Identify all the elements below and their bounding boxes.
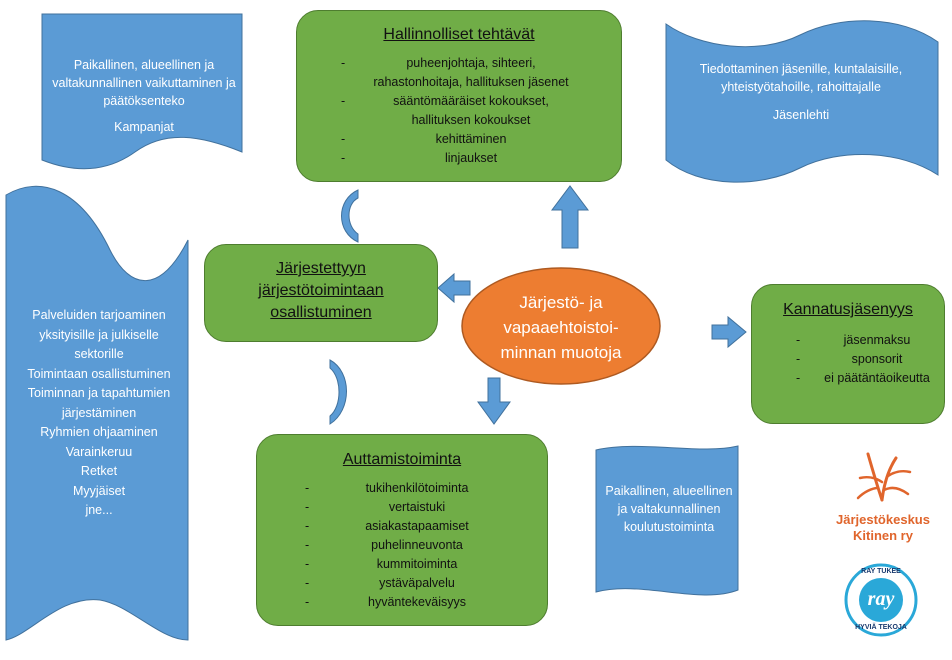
helping-list: tukihenkilötoiminta vertaistuki asiakast…	[305, 479, 507, 612]
helping-title: Auttamistoiminta	[342, 451, 462, 468]
list-item: kummitoiminta	[305, 555, 507, 574]
kitinen-name: Järjestökeskus	[836, 512, 930, 527]
arrow-up	[551, 185, 589, 249]
support-membership-title: Kannatusjäsenyys	[783, 301, 913, 318]
list-item: asiakastapaamiset	[305, 517, 507, 536]
flag-line: Tiedottaminen jäsenille, kuntalaisille, …	[699, 62, 903, 94]
arrow-down	[477, 377, 511, 425]
center-line: Järjestö- ja	[519, 292, 603, 312]
kitinen-logo: Järjestökeskus Kitinen ry	[818, 448, 948, 548]
flag-line: jne...	[85, 503, 113, 517]
title-line: järjestötoimintaan	[258, 282, 384, 299]
list-item: vertaistuki	[305, 498, 507, 517]
flag-training-text: Paikallinen, alueellinen ja valtakunnall…	[604, 482, 734, 536]
support-membership-list: jäsenmaksu sponsorit ei päätäntäoikeutta	[796, 331, 936, 388]
list-item: kehittäminen	[341, 130, 579, 149]
flag-line: Toimintaan osallistuminen	[27, 366, 171, 381]
ray-logo: RAY TUKEE ray HYVIÄ TEKOJA	[843, 562, 919, 638]
flag-line: Ryhmien ohjaaminen	[40, 425, 158, 439]
title-line: osallistuminen	[270, 304, 372, 321]
admin-list: puheenjohtaja, sihteeri, rahastonhoitaja…	[341, 54, 579, 168]
ray-logo-badge	[844, 563, 918, 637]
admin-title: Hallinnolliset tehtävät	[383, 26, 535, 43]
title-line: Järjestettyyn	[276, 260, 366, 277]
arrow-left-shape	[437, 272, 471, 304]
bracket-upper	[341, 189, 359, 243]
ray-top-text: RAY TUKEE	[861, 568, 901, 575]
kitinen-logo-icon	[856, 452, 912, 502]
helping-box: Auttamistoiminta tukihenkilötoiminta ver…	[256, 434, 548, 626]
list-item: ei päätäntäoikeutta	[796, 369, 936, 388]
flag-line: Paikallinen, alueellinen ja valtakunnall…	[52, 58, 236, 108]
flag-line: Palveluiden tarjoaminen yksityisille ja …	[32, 308, 166, 361]
admin-box: Hallinnolliset tehtävät puheenjohtaja, s…	[296, 10, 622, 182]
flag-line: Jäsenlehti	[772, 108, 830, 122]
flag-info-text: Tiedottaminen jäsenille, kuntalaisille, …	[676, 60, 926, 124]
list-item: puheenjohtaja, sihteeri, rahastonhoitaja…	[341, 54, 579, 92]
flag-shape-info	[665, 20, 939, 183]
center-oval	[461, 267, 661, 385]
list-item: sääntömääräiset kokoukset, hallituksen k…	[341, 92, 579, 130]
flag-advocacy-text: Paikallinen, alueellinen ja valtakunnall…	[50, 56, 238, 136]
ray-mark: ray	[867, 588, 895, 610]
flag-line: Myyjäiset	[72, 483, 126, 498]
list-item: ystäväpalvelu	[305, 574, 507, 593]
flag-line: Paikallinen, alueellinen ja valtakunnall…	[605, 484, 733, 534]
flag-line: Toiminnan ja tapahtumien järjestäminen	[27, 386, 171, 420]
list-item: tukihenkilötoiminta	[305, 479, 507, 498]
flag-shape-advocacy	[41, 13, 243, 170]
list-item: jäsenmaksu	[796, 331, 936, 350]
flag-line: Kampanjat	[114, 120, 174, 134]
kitinen-name: Kitinen ry	[853, 528, 913, 543]
arrow-right	[711, 315, 747, 349]
flag-line: Retket	[80, 464, 118, 478]
center-label: Järjestö- ja vapaaehtoistoi- minnan muot…	[462, 268, 660, 386]
center-line: minnan muotoja	[500, 342, 622, 362]
flag-line: Varainkeruu	[65, 444, 133, 459]
ray-bottom-text: HYVIÄ TEKOJA	[855, 624, 907, 631]
flag-shape-services	[5, 185, 189, 641]
support-membership-box: Kannatusjäsenyys jäsenmaksu sponsorit ei…	[751, 284, 945, 424]
center-line: vapaaehtoistoi-	[503, 317, 619, 337]
list-item: hyväntekeväisyys	[305, 593, 507, 612]
list-item: sponsorit	[796, 350, 936, 369]
bracket-lower	[329, 359, 347, 425]
list-item: puhelinneuvonta	[305, 536, 507, 555]
flag-services-text: Palveluiden tarjoaminen yksityisille ja …	[14, 306, 184, 521]
participation-box: Järjestettyyn järjestötoimintaan osallis…	[204, 244, 438, 342]
flag-shape-training	[595, 445, 739, 596]
participation-title: Järjestettyyn järjestötoimintaan osallis…	[205, 258, 437, 324]
list-item: linjaukset	[341, 149, 579, 168]
